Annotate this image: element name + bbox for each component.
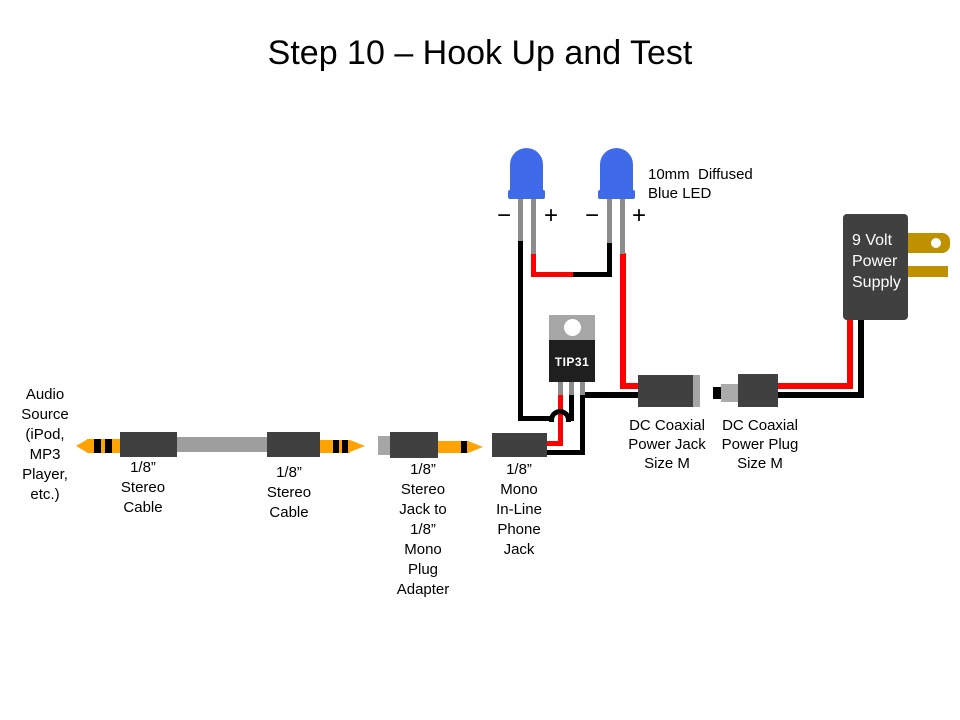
dc-plug-body	[738, 374, 778, 407]
stereo-plug1-tip	[76, 439, 88, 453]
dc-jack-body	[638, 375, 693, 407]
led1-flange	[508, 190, 545, 199]
wire-plug-red-vertical	[847, 318, 853, 389]
wire-led2-anode-vertical	[620, 253, 626, 389]
wire-plug-red-horizontal	[772, 383, 853, 389]
led2-plus-sign: +	[631, 202, 647, 229]
wire-led1-cathode-horizontal	[518, 416, 553, 421]
transistor-label: TIP31	[554, 355, 590, 369]
supply-prong-top	[908, 233, 950, 253]
mono-jack-body	[492, 433, 547, 457]
power-supply-body	[843, 214, 908, 320]
audio-source-label: Audio Source (iPod, MP3 Player, etc.)	[21, 386, 69, 503]
led1-cathode-leg	[518, 196, 523, 241]
dc-plug-barrel	[721, 384, 738, 402]
led2-anode-leg	[620, 196, 625, 254]
stereo-cable1-connector	[120, 432, 177, 457]
dc-jack-label: DC Coaxial Power Jack Size M	[628, 417, 706, 472]
dc-jack-band	[693, 375, 700, 407]
led1-plus-sign: +	[543, 202, 559, 229]
wire-emitter-to-jack	[580, 392, 642, 398]
adapter-label: 1/8” Stereo Jack to 1/8” Mono Plug Adapt…	[396, 461, 450, 598]
wire-jump-arc	[549, 409, 571, 422]
led1-anode-leg	[531, 196, 536, 254]
wire-ground-to-monojack	[543, 450, 585, 455]
stereo-plug1-band-2	[105, 439, 112, 453]
adapter-body	[390, 432, 438, 458]
power-supply-label: 9 Volt Power Supply	[852, 232, 901, 291]
mono-jack-label: 1/8” Mono In-Line Phone Jack	[496, 461, 542, 558]
led2-dome	[600, 148, 633, 192]
led2-flange	[598, 190, 635, 199]
supply-prong-hole	[931, 238, 941, 248]
stereo-plug2-band-2	[342, 440, 348, 453]
wire-emitter-down	[580, 392, 585, 455]
wire-plug-black-vertical	[858, 318, 864, 398]
adapter-plug-tip	[468, 441, 483, 453]
wire-led1-cathode-vertical	[518, 240, 523, 421]
transistor-emitter-leg	[580, 382, 585, 395]
led-annotation: 10mm Diffused Blue LED	[648, 166, 753, 202]
led2-minus-sign: −	[584, 202, 600, 229]
stereo-plug1-band-1	[94, 439, 101, 453]
wire-plug-black-horizontal	[772, 392, 864, 398]
dc-plug-tip	[713, 387, 721, 399]
stereo-plug2-band-1	[333, 440, 339, 453]
dc-plug-label: DC Coaxial Power Plug Size M	[721, 417, 799, 472]
wire-collector-vertical	[569, 394, 574, 421]
adapter-plug-band	[461, 441, 467, 453]
wire-led2-cathode-vertical	[607, 242, 612, 277]
wire-base-to-monojack	[543, 441, 563, 446]
transistor-mounting-hole	[564, 319, 581, 336]
led2-cathode-leg	[607, 196, 612, 243]
wire-led1-anode-vertical	[531, 253, 536, 277]
led1-dome	[510, 148, 543, 192]
stereo-cable2-connector	[267, 432, 320, 457]
wire-series-black	[573, 272, 612, 277]
stereo-cable1-label: 1/8” Stereo Cable	[120, 459, 166, 516]
stereo-cable-cord	[177, 437, 267, 452]
wire-series-red	[531, 272, 573, 277]
transistor-body	[549, 340, 595, 382]
transistor-base-leg	[558, 382, 563, 395]
transistor-collector-leg	[569, 382, 574, 395]
slide-title: Step 10 – Hook Up and Test	[267, 34, 693, 72]
stereo-plug2-tip	[350, 440, 365, 452]
led1-minus-sign: −	[496, 202, 512, 229]
adapter-plug-shaft	[438, 441, 468, 453]
stereo-cable2-label: 1/8” Stereo Cable	[266, 464, 312, 521]
supply-prong-bottom	[908, 266, 948, 277]
wire-anode-to-jack	[620, 383, 642, 389]
adapter-jack-end	[378, 436, 390, 455]
